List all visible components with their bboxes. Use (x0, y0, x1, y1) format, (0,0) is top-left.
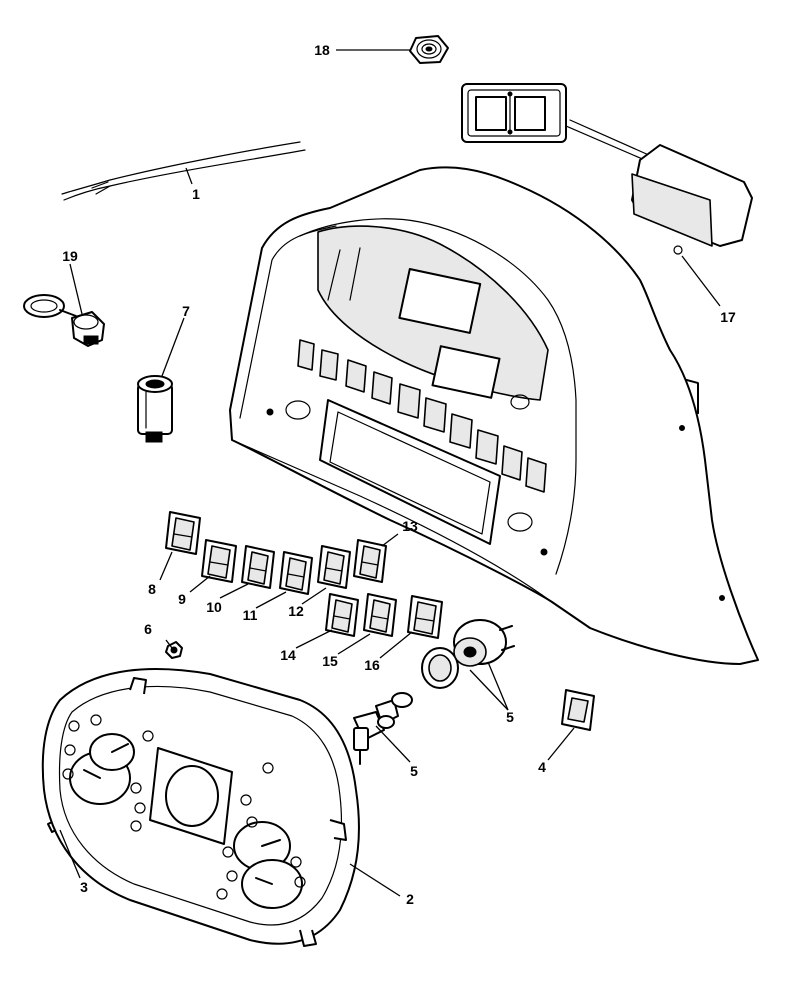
callout-8: 8 (148, 581, 156, 597)
rocker-switch-15 (363, 593, 397, 637)
callout-labels: 18 1 19 7 17 13 8 9 10 11 12 6 14 15 16 … (62, 42, 736, 907)
ignition-keys (353, 692, 413, 765)
callout-2: 2 (406, 891, 414, 907)
switch-slots (297, 339, 547, 493)
callout-13: 13 (402, 518, 418, 534)
callout-9: 9 (178, 591, 186, 607)
callout-15: 15 (322, 653, 338, 669)
callout-5-ignition: 5 (506, 709, 514, 725)
rocker-switch-13 (353, 539, 387, 583)
rocker-switch-10 (241, 545, 275, 589)
rocker-switch-11 (279, 551, 313, 595)
leader-lines (59, 49, 721, 897)
callout-16: 16 (364, 657, 380, 673)
callout-18: 18 (314, 42, 330, 58)
wire-harness (61, 141, 306, 201)
callout-7: 7 (182, 303, 190, 319)
callout-1: 1 (192, 186, 200, 202)
switch-bezel-module (461, 83, 753, 415)
rocker-switch-12 (317, 545, 351, 589)
nut (165, 641, 183, 659)
dash-panel-housing (229, 166, 759, 665)
callout-14: 14 (280, 647, 296, 663)
rocker-switch-8 (165, 511, 201, 555)
callout-19: 19 (62, 248, 78, 264)
rocker-switch-16 (407, 595, 443, 639)
callout-3: 3 (80, 879, 88, 895)
rocker-switch-14 (325, 593, 359, 637)
small-switch (561, 689, 595, 731)
ignition-switch (421, 619, 515, 689)
callout-11: 11 (243, 607, 258, 623)
callout-12: 12 (288, 603, 304, 619)
callout-10: 10 (206, 599, 222, 615)
callout-17: 17 (720, 309, 736, 325)
tethered-cap (23, 294, 105, 347)
rocker-switch-9 (201, 539, 237, 583)
grommet-plug (409, 35, 449, 64)
power-socket (137, 375, 173, 443)
callout-6: 6 (144, 621, 152, 637)
callout-5-keys: 5 (410, 763, 418, 779)
instrument-cluster (41, 668, 360, 947)
rocker-switches (165, 511, 443, 639)
callout-4: 4 (538, 759, 546, 775)
